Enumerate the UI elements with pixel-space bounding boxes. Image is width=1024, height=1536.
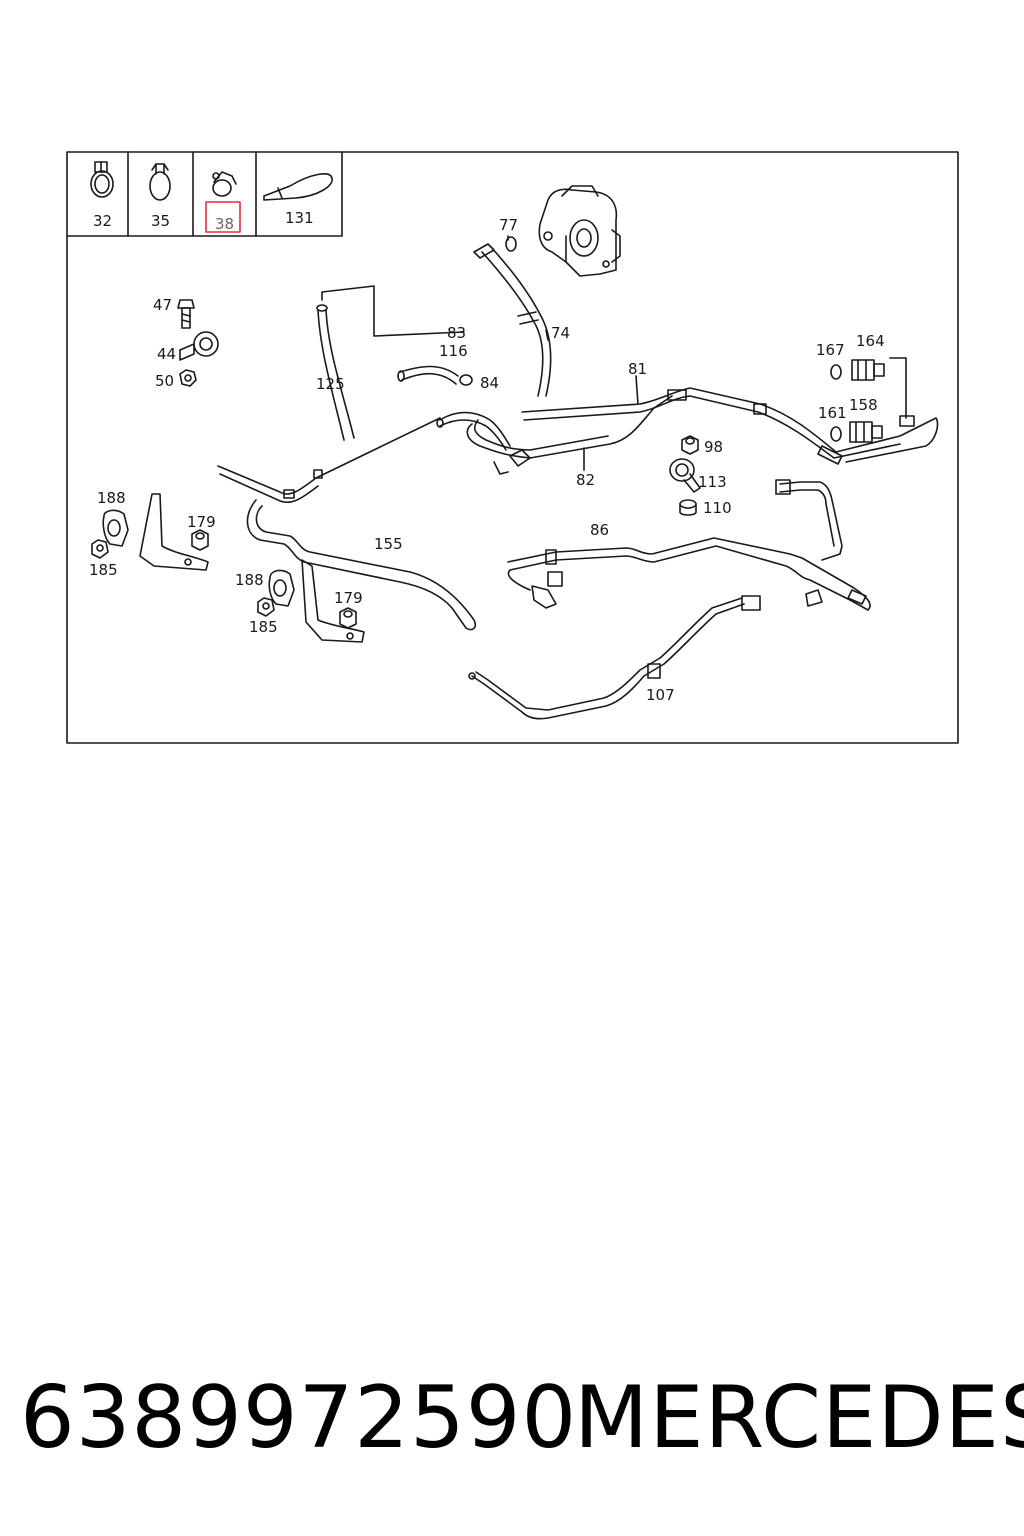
diagram-frame: [66, 151, 959, 744]
callout-98: 98: [704, 438, 723, 456]
callout-188-b: 188: [235, 571, 264, 589]
power-steering-pump: [538, 185, 621, 277]
callout-74: 74: [551, 324, 570, 342]
callout-110: 110: [703, 499, 732, 517]
line-155: [217, 417, 477, 631]
legend-label-35: 35: [151, 212, 170, 230]
callout-107: 107: [646, 686, 675, 704]
callout-155: 155: [374, 535, 403, 553]
callout-47: 47: [153, 296, 172, 314]
hose-return: [436, 411, 511, 451]
callout-83: 83: [447, 324, 466, 342]
leader-74: [545, 329, 549, 341]
bolt-47: [177, 299, 195, 329]
hose-clamp-icon: [90, 161, 114, 198]
nut-179-b: [339, 607, 357, 629]
callout-179-a: 179: [187, 513, 216, 531]
washer-161: [830, 426, 842, 442]
line-82: [466, 395, 673, 475]
callout-116: 116: [439, 342, 468, 360]
nut-179-a: [191, 529, 209, 551]
callout-81: 81: [628, 360, 647, 378]
callout-44: 44: [157, 345, 176, 363]
nut-50: [179, 369, 197, 387]
band-clamp-icon: [149, 163, 171, 201]
clamp-44: [179, 331, 219, 361]
leader-83: [321, 285, 465, 337]
clamp-113: [669, 458, 701, 493]
callout-179-b: 179: [334, 589, 363, 607]
callout-50: 50: [155, 372, 174, 390]
spacer-110: [679, 499, 697, 516]
cable-tie-icon: [263, 173, 333, 201]
callout-labels: 77 74 83 116 84 125 81 82 47 44 50 167 1…: [89, 209, 885, 704]
line-107: [468, 595, 761, 720]
callout-164: 164: [856, 332, 885, 350]
callout-125: 125: [316, 375, 345, 393]
washer-167: [830, 364, 842, 380]
leader-81: [635, 375, 639, 405]
cooler-line-86: [507, 479, 871, 611]
grommet-188-a: [102, 509, 129, 547]
callout-167: 167: [816, 341, 845, 359]
hose-125: [316, 304, 355, 441]
seal-ring-77: [505, 236, 517, 252]
spring-clip-icon: [212, 171, 237, 197]
bracket-line-164: [889, 357, 907, 419]
legend-label-131: 131: [285, 209, 314, 227]
callout-161: 161: [818, 404, 847, 422]
legend-box: [66, 151, 343, 237]
callout-188-a: 188: [97, 489, 126, 507]
callout-113: 113: [698, 473, 727, 491]
callout-158: 158: [849, 396, 878, 414]
callout-185-b: 185: [249, 618, 278, 636]
hose-83: [397, 365, 473, 386]
nut-185-a: [91, 539, 109, 559]
hose-74: [473, 243, 552, 397]
nut-185-b: [257, 597, 275, 617]
callout-82: 82: [576, 471, 595, 489]
fitting-164: [851, 359, 885, 381]
callout-77: 77: [499, 216, 518, 234]
highlight-box-38: [205, 201, 241, 233]
callout-84: 84: [480, 374, 499, 392]
fitting-158: [849, 421, 883, 443]
nut-98: [681, 435, 699, 455]
legend-label-32: 32: [93, 212, 112, 230]
grommet-188-b: [268, 569, 295, 607]
callout-86: 86: [590, 521, 609, 539]
bracket-a: [139, 493, 209, 571]
callout-185-a: 185: [89, 561, 118, 579]
brand-name: MERCEDES: [574, 1368, 1024, 1468]
legend-label-38: 38: [215, 215, 234, 233]
part-number: 6389972590: [20, 1368, 578, 1468]
